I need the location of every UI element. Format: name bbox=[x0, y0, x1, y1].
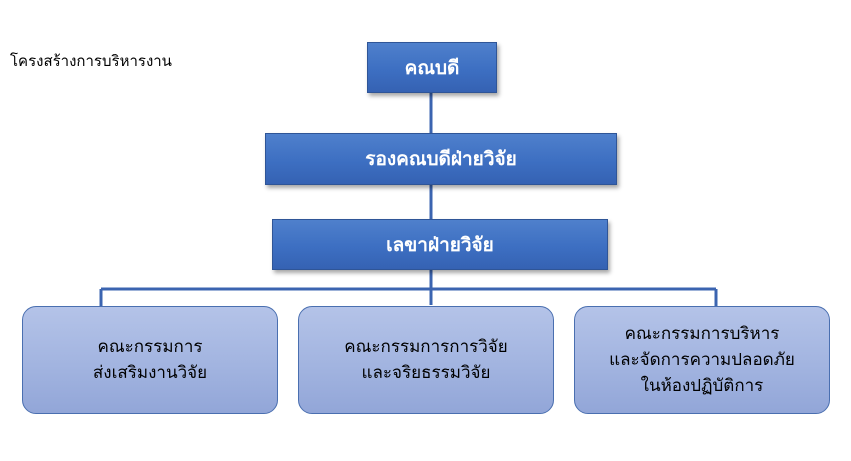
research-secretary-label: เลขาฝ่ายวิจัย bbox=[386, 233, 494, 256]
dean-box: คณบดี bbox=[367, 42, 497, 93]
research-ethics-committee-box: คณะกรรมการการวิจัย และจริยธรรมวิจัย bbox=[298, 306, 554, 414]
research-secretary-box: เลขาฝ่ายวิจัย bbox=[272, 219, 608, 270]
research-ethics-committee-line-1: คณะกรรมการการวิจัย bbox=[344, 337, 508, 357]
diagram-caption: โครงสร้างการบริหารงาน bbox=[10, 52, 172, 70]
research-promotion-committee-line-2: ส่งเสริมงานวิจัย bbox=[92, 363, 208, 383]
lab-safety-committee-line-1: คณะกรรมการบริหาร bbox=[624, 324, 780, 344]
lab-safety-committee-line-2: และจัดการความปลอดภัย bbox=[609, 350, 795, 370]
research-promotion-committee-box: คณะกรรมการ ส่งเสริมงานวิจัย bbox=[22, 306, 278, 414]
research-promotion-committee-line-1: คณะกรรมการ bbox=[97, 337, 203, 357]
associate-dean-box: รองคณบดีฝ่ายวิจัย bbox=[265, 133, 617, 185]
dean-label: คณบดี bbox=[404, 56, 460, 79]
research-ethics-committee-line-2: และจริยธรรมวิจัย bbox=[361, 363, 491, 383]
associate-dean-label: รองคณบดีฝ่ายวิจัย bbox=[365, 148, 517, 170]
lab-safety-committee-line-3: ในห้องปฏิบัติการ bbox=[640, 376, 764, 396]
lab-safety-committee-box: คณะกรรมการบริหาร และจัดการความปลอดภัย ใน… bbox=[574, 306, 830, 414]
